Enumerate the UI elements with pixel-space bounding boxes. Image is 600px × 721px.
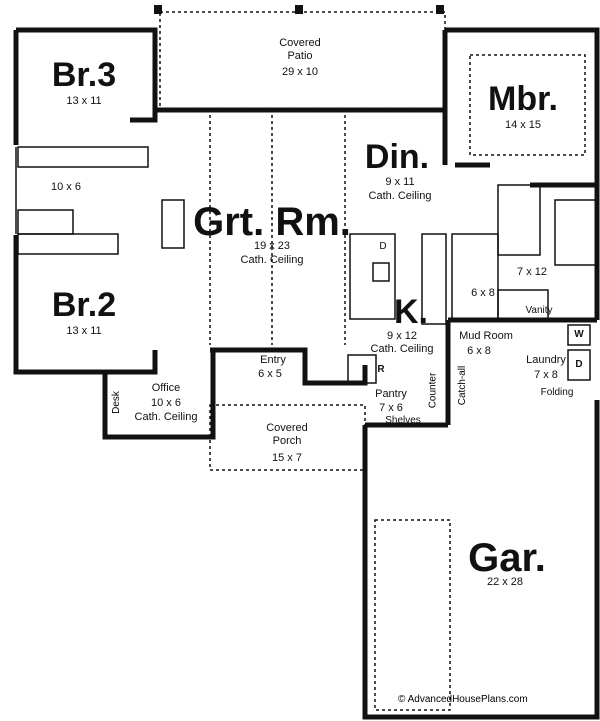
pantry-dim: 7 x 6 [379, 402, 403, 414]
garage-dim: 22 x 28 [486, 576, 524, 588]
left-wing-walls [13, 27, 158, 375]
entry-dim: 6 x 5 [258, 368, 282, 380]
patio-name-2: Patio [287, 50, 313, 62]
porch-name-1: Covered [266, 422, 308, 434]
br3-name: Br.3 [51, 56, 117, 94]
folding-label: Folding [540, 387, 574, 398]
br2-name: Br.2 [51, 286, 117, 324]
din-dim: 9 x 11 [385, 176, 415, 188]
din-name: Din. [364, 138, 430, 176]
patio-dim: 29 x 10 [281, 66, 319, 78]
porch-name-2: Porch [272, 435, 302, 447]
pantry-name: Pantry [375, 388, 407, 400]
k-note: Cath. Ceiling [370, 343, 434, 355]
washer-label: W [574, 329, 584, 340]
vanity-label: Vanity [525, 305, 553, 316]
garage-name: Gar. [468, 536, 546, 580]
desk-label: Desk [110, 391, 122, 414]
k-name: K. [394, 293, 428, 331]
grt-dim: 19 x 23 [253, 240, 291, 252]
laundry-name: Laundry [526, 354, 566, 366]
catchall-label: Catch-all [457, 365, 469, 406]
bath-dim: 10 x 6 [51, 181, 81, 193]
office-dim: 10 x 6 [151, 397, 181, 409]
garage-walls [362, 400, 600, 720]
office-walls [102, 350, 216, 440]
shelves-label: Shelves [385, 415, 421, 426]
office-name: Office [151, 382, 181, 394]
fridge-label: R [377, 364, 385, 375]
copyright-text: AdvancedHousePlans.com [407, 694, 528, 705]
entry-walls [210, 347, 368, 386]
patio-name-1: Covered [279, 37, 321, 49]
office-note: Cath. Ceiling [134, 411, 198, 423]
porch-dim: 15 x 7 [272, 452, 302, 464]
k-dim: 9 x 12 [387, 330, 417, 342]
mbath-dim: 7 x 12 [517, 266, 547, 278]
mud-dim: 6 x 8 [467, 345, 491, 357]
br3-dim: 13 x 11 [66, 95, 102, 107]
laundry-dim: 7 x 8 [534, 369, 558, 381]
mbr-name: Mbr. [488, 80, 558, 118]
br2-dim: 13 x 11 [66, 325, 102, 337]
din-note: Cath. Ceiling [368, 190, 432, 202]
mud-name: Mud Room [459, 330, 513, 342]
grt-note: Cath. Ceiling [240, 254, 304, 266]
counter-label: Counter [427, 372, 439, 409]
copyright: © AdvancedHousePlans.com [398, 694, 528, 705]
grt-name: Grt. Rm. [193, 200, 351, 244]
dryer-label: D [575, 359, 583, 370]
entry-name: Entry [260, 354, 286, 366]
walkin-dim: 6 x 8 [471, 287, 495, 299]
dishwasher-label: D [379, 241, 387, 252]
mbr-dim: 14 x 15 [504, 119, 542, 131]
